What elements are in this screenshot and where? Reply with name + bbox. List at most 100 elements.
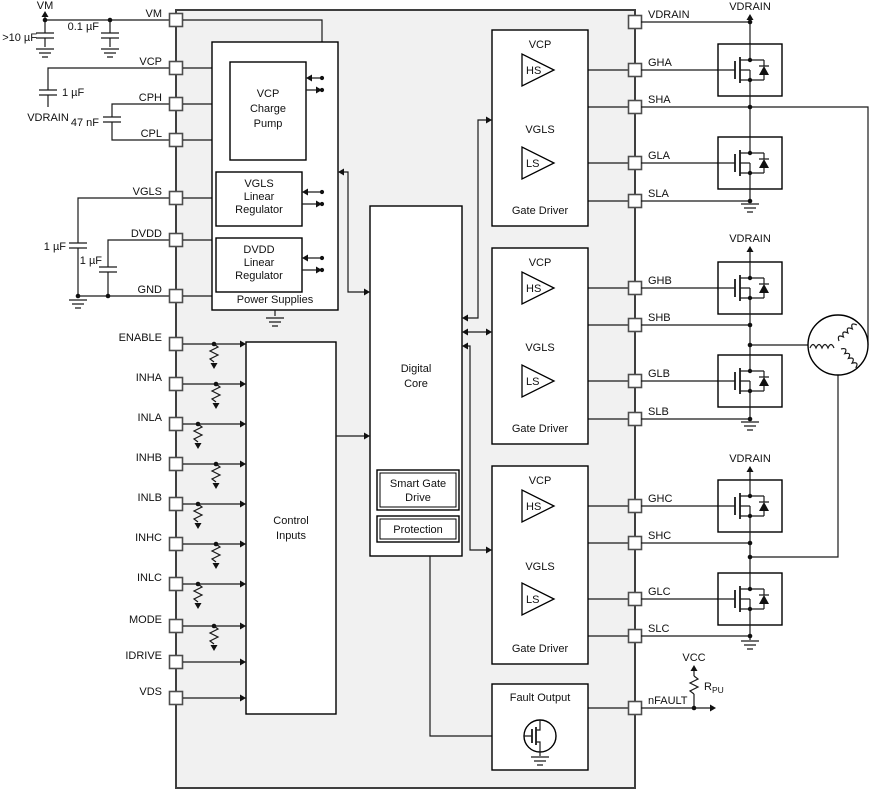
- wire-vcp-external: [47, 67, 169, 107]
- ground-icon: [740, 421, 760, 431]
- driver-b-vgls-label: VGLS: [525, 342, 554, 354]
- junction-dot: [747, 104, 753, 110]
- pin-label-cpl: CPL: [141, 128, 162, 140]
- driver-c-hs-label: HS: [526, 501, 541, 513]
- pin-gnd: [168, 288, 184, 304]
- pin-gla: [627, 155, 643, 171]
- fault-output-label: Fault Output: [510, 692, 571, 704]
- wire-nfault-external: [641, 671, 710, 709]
- charge-pump-label-2: Charge: [250, 103, 286, 115]
- wire-vgls-external: [77, 197, 169, 296]
- wires-control-inputs: [183, 343, 240, 699]
- wires-supply-pins-internal: [183, 67, 230, 297]
- pin-mode: [168, 618, 184, 634]
- junction-dot: [319, 201, 325, 207]
- pin-slb: [627, 411, 643, 427]
- charge-pump-box: [229, 61, 307, 161]
- flying-capacitor-icon: [102, 116, 122, 123]
- driver-c-vgls-label: VGLS: [525, 561, 554, 573]
- wire-dvdd-external: [107, 239, 169, 296]
- mosfet-low-side-c-icon: [717, 572, 783, 626]
- control-inputs-block: Control Inputs: [183, 340, 370, 715]
- wires-driver-a-outputs: [554, 69, 629, 202]
- junction-dot: [319, 75, 325, 81]
- pin-cph: [168, 96, 184, 112]
- ground-icon: [740, 203, 760, 213]
- vgls-reg-label-1: VGLS: [244, 178, 273, 190]
- pin-label-inhb: INHB: [136, 452, 162, 464]
- driver-b-hs-label: HS: [526, 283, 541, 295]
- pin-label-dvdd: DVDD: [131, 228, 162, 240]
- driver-b-hs-amp: [521, 270, 556, 306]
- junction-dot: [691, 705, 697, 711]
- pin-cpl: [168, 132, 184, 148]
- pin-label-ghb: GHB: [648, 275, 672, 287]
- charge-pump-label-1: VCP: [257, 88, 280, 100]
- pin-label-vdrain: VDRAIN: [648, 9, 690, 21]
- motor-symbol: [807, 314, 869, 376]
- wire-core-to-driver-c: [468, 345, 486, 551]
- wire-chargepump-flying-cap: [111, 103, 169, 141]
- mosfet-high-side-a-icon: [717, 43, 783, 97]
- pin-shb: [627, 317, 643, 333]
- pin-vcp: [168, 60, 184, 76]
- pin-label-glb: GLB: [648, 368, 670, 380]
- pin-label-shb: SHB: [648, 312, 671, 324]
- wire-phase-c: [750, 375, 839, 558]
- bulk-cap-value: >10 µF: [2, 32, 37, 44]
- phase-a-external: VDRAIN: [641, 1, 869, 345]
- pin-label-inhc: INHC: [135, 532, 162, 544]
- driver-c-hs-amp: [521, 488, 556, 524]
- pin-inha: [168, 376, 184, 392]
- wire-core-to-driver-a: [468, 119, 486, 319]
- vm-supply-label: VM: [37, 0, 54, 12]
- charge-pump-label-3: Pump: [254, 118, 283, 130]
- pin-label-sha: SHA: [648, 94, 671, 106]
- ground-icon: [68, 299, 88, 309]
- fault-mosfet-leads: [524, 720, 541, 756]
- dvdd-reg-label-3: Regulator: [235, 270, 283, 282]
- junction-dot: [319, 267, 325, 273]
- wire-vm-external: [44, 17, 169, 47]
- junction-dot: [75, 293, 81, 299]
- junction-dot: [105, 293, 111, 299]
- pin-label-glc: GLC: [648, 586, 671, 598]
- arrow-icon: [690, 665, 698, 671]
- pin-label-vm: VM: [146, 8, 163, 20]
- phase-b-external: VDRAIN: [641, 233, 808, 431]
- power-supplies-block: VCP Charge Pump VGLS Linear Regulator DV…: [183, 19, 370, 327]
- mosfet-high-side-b-icon: [717, 261, 783, 315]
- vdrain-a-label: VDRAIN: [729, 1, 771, 13]
- vgls-capacitor-icon: [68, 242, 88, 249]
- pin-label-gla: GLA: [648, 150, 671, 162]
- vdrain-c-label: VDRAIN: [729, 453, 771, 465]
- left-pins: VM VCP CPH CPL VGLS DVDD GND ENABLE INHA…: [119, 8, 184, 706]
- control-inputs-box: [245, 341, 337, 715]
- vgls-cap-value: 1 µF: [44, 241, 67, 253]
- bulk-capacitor-icon: [35, 32, 55, 39]
- pin-label-vcp: VCP: [139, 56, 162, 68]
- ground-icon: [740, 640, 760, 650]
- driver-a-vgls-label: VGLS: [525, 124, 554, 136]
- pin-label-shc: SHC: [648, 530, 671, 542]
- pullup-resistor-icon: [689, 675, 699, 695]
- arrow-icon: [746, 246, 754, 252]
- junction-dot: [747, 198, 753, 204]
- pin-label-slb: SLB: [648, 406, 669, 418]
- pin-label-ghc: GHC: [648, 493, 673, 505]
- pin-slc: [627, 628, 643, 644]
- phase-c-external: VDRAIN: [641, 375, 839, 650]
- vgls-reg-label-2: Linear: [244, 191, 275, 203]
- pin-vdrain: [627, 14, 643, 30]
- rpu-subscript: PU: [712, 685, 724, 695]
- junction-dot: [747, 554, 753, 560]
- wire-vdrain-a: [641, 20, 751, 44]
- driver-b-ls-label: LS: [526, 376, 539, 388]
- pin-glb: [627, 373, 643, 389]
- junction-dot: [319, 189, 325, 195]
- gate-driver-b-block: VCP HS VGLS LS Gate Driver: [491, 247, 629, 445]
- pin-ghb: [627, 280, 643, 296]
- ground-icon: [100, 48, 120, 58]
